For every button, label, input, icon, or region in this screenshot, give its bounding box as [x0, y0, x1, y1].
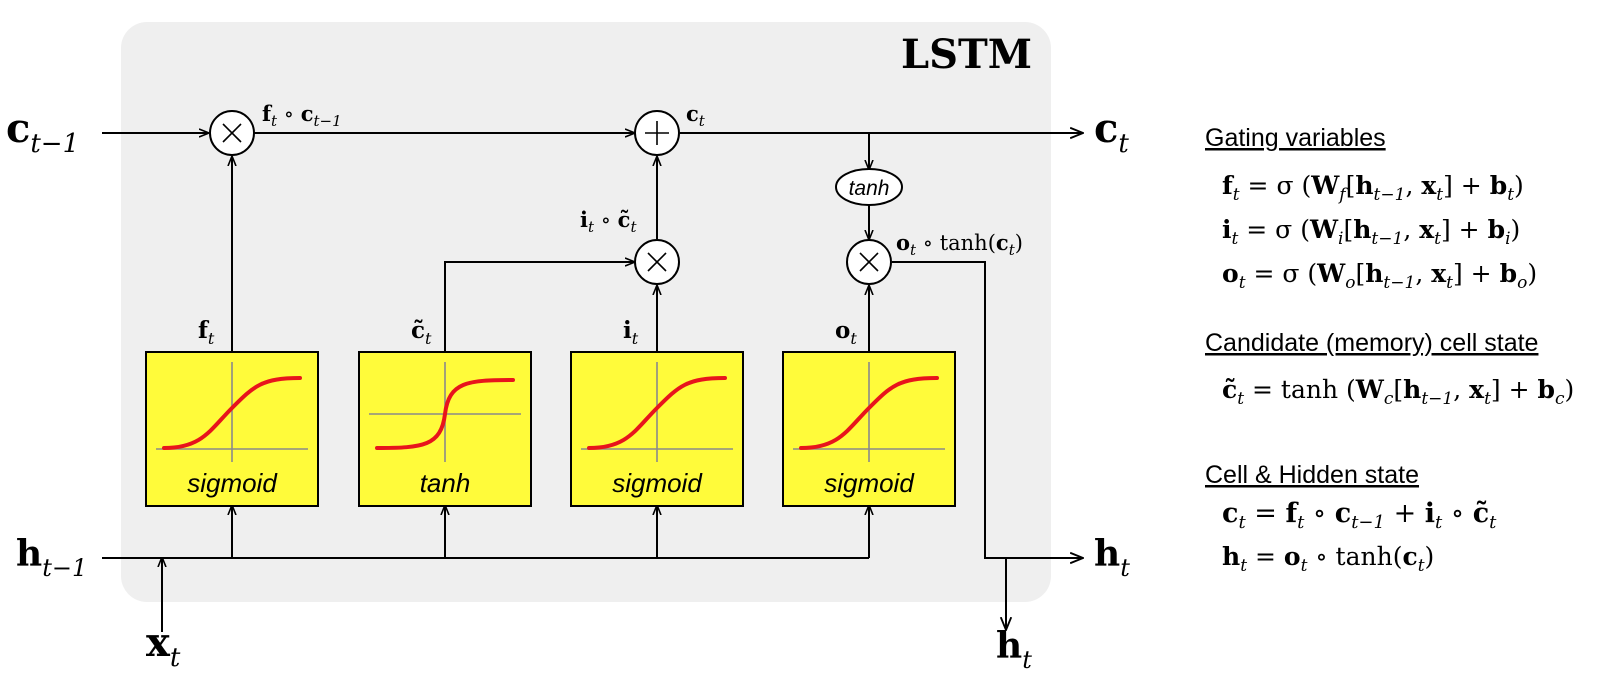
equations-panel: Gating variables ft = σ (Wf[ht−1, xt] + …	[1205, 124, 1574, 576]
forget-product-label: ft ∘ ct−1	[262, 101, 342, 130]
gate-sigmoid-4: sigmoid ot	[782, 317, 956, 507]
output-multiply-op	[846, 239, 892, 285]
hidden-state-equation: ht = ot ∘ tanh(ct)	[1222, 542, 1434, 576]
candidate-title: Candidate (memory) cell state	[1205, 329, 1538, 357]
x-input-label: xt	[146, 619, 181, 673]
c-out-label: ct	[1094, 105, 1129, 159]
lstm-cell-panel	[121, 22, 1051, 602]
h-down-label: ht	[996, 625, 1032, 674]
tanh-node-label: tanh	[849, 177, 890, 200]
h-out-label: ht	[1094, 533, 1130, 582]
candidate-up-line	[444, 262, 634, 352]
gate-function-label: sigmoid	[187, 468, 278, 498]
output-to-h-line	[892, 261, 1083, 558]
sigmoid-curve	[162, 376, 302, 450]
gate-output-label: ft	[198, 317, 215, 348]
sigmoid-curve	[587, 376, 727, 450]
gating-variables-title: Gating variables	[1205, 124, 1386, 152]
output-gate-equation: ot = σ (Wo[ht−1, xt] + bo)	[1222, 259, 1537, 293]
gate-output-label: c̃t	[411, 317, 432, 348]
gate-function-label: sigmoid	[612, 468, 703, 498]
gate-output-label: ot	[835, 317, 857, 348]
cell-state-label: ct	[686, 101, 706, 130]
h-prev-label: ht−1	[16, 533, 87, 582]
input-multiply-op	[634, 239, 680, 285]
gate-function-label: sigmoid	[824, 468, 915, 498]
cell-state-equation: ct = ft ∘ ct−1 + it ∘ c̃t	[1222, 498, 1497, 533]
gate-function-label: tanh	[420, 468, 471, 498]
gate-sigmoid-1: sigmoid ft	[145, 317, 319, 507]
c-prev-label: ct−1	[6, 105, 79, 159]
gate-output-label: it	[623, 317, 639, 348]
output-product-label: ot ∘ tanh(ct)	[896, 230, 1023, 259]
input-gate-equation: it = σ (Wi[ht−1, xt] + bi)	[1222, 215, 1520, 249]
candidate-equation: c̃t = tanh (Wc[ht−1, xt] + bc)	[1222, 375, 1574, 409]
cell-add-op	[634, 110, 680, 156]
lstm-title: LSTM	[901, 31, 1032, 78]
tanh-curve	[375, 378, 515, 450]
forget-multiply-op	[209, 110, 255, 156]
input-product-label: it ∘ c̃t	[580, 207, 637, 236]
cell-hidden-title: Cell & Hidden state	[1205, 461, 1419, 489]
sigmoid-curve	[799, 376, 939, 450]
gate-sigmoid-3: sigmoid it	[570, 317, 744, 507]
gate-tanh-2: tanh c̃t	[358, 317, 532, 507]
forget-gate-equation: ft = σ (Wf[ht−1, xt] + bt)	[1222, 171, 1524, 205]
